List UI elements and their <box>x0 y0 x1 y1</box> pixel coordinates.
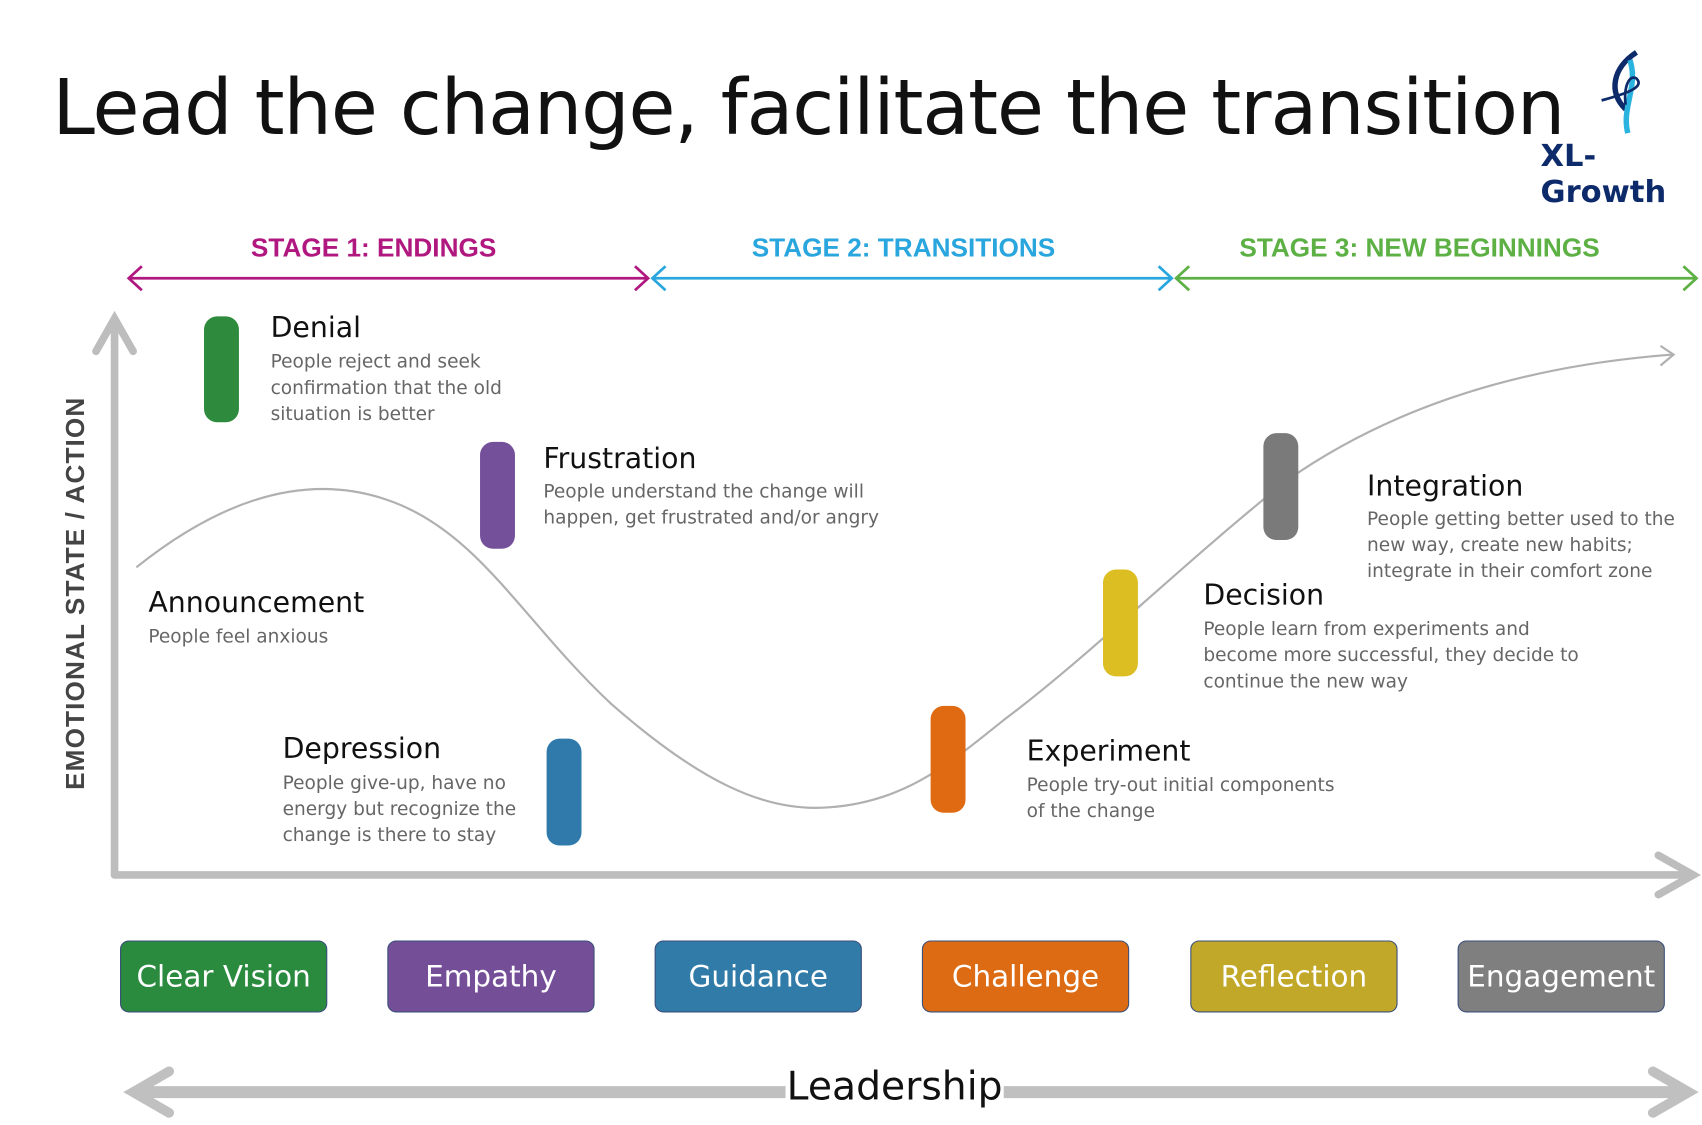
experiment-title: Experiment <box>1026 735 1191 769</box>
change-curve <box>135 344 1676 810</box>
guidance-box: Guidance <box>654 940 862 1013</box>
denial-title: Denial <box>270 312 361 345</box>
frustration-marker <box>480 441 515 549</box>
stage-1-arrow <box>126 265 651 292</box>
decision-title: Decision <box>1203 579 1325 613</box>
page-title: Lead the change, facilitate the transiti… <box>52 63 1565 153</box>
decision-marker <box>1103 569 1138 677</box>
denial-desc: People reject and seek confirmation that… <box>270 351 502 426</box>
experiment-desc: People try-out initial components of the… <box>1026 774 1335 823</box>
stage-1-label: STAGE 1: ENDINGS <box>250 233 497 263</box>
empathy-box: Empathy <box>387 940 595 1013</box>
leadership-label: Leadership <box>785 1064 1004 1110</box>
logo-text: XL-Growth <box>1540 137 1667 210</box>
stage-2-label: STAGE 2: TRANSITIONS <box>751 233 1056 263</box>
announcement-title: Announcement <box>148 586 365 620</box>
y-axis-label: EMOTIONAL STATE / ACTION <box>61 396 91 790</box>
depression-desc: People give-up, have no energy but recog… <box>282 772 517 847</box>
integration-desc: People getting better used to the new wa… <box>1367 508 1675 583</box>
integration-marker <box>1263 433 1299 541</box>
experiment-marker <box>930 705 966 813</box>
x-axis-arrow <box>110 851 1702 899</box>
frustration-title: Frustration <box>543 442 697 476</box>
denial-marker <box>204 316 239 423</box>
stage-2-arrow <box>650 265 1174 292</box>
stage-3-arrow <box>1174 265 1699 292</box>
announcement-desc: People feel anxious <box>148 626 329 649</box>
y-axis-arrow <box>92 310 137 879</box>
depression-title: Depression <box>282 733 442 766</box>
clear-vision-box: Clear Vision <box>120 940 328 1013</box>
logo-mark-icon <box>1601 50 1640 134</box>
reflection-box: Reflection <box>1190 940 1398 1013</box>
stage-3-label: STAGE 3: NEW BEGINNINGS <box>1239 233 1600 263</box>
engagement-box: Engagement <box>1457 940 1665 1013</box>
frustration-desc: People understand the change will happen… <box>543 481 879 530</box>
challenge-box: Challenge <box>921 940 1130 1013</box>
depression-marker <box>546 738 582 846</box>
decision-desc: People learn from experiments and become… <box>1203 618 1579 693</box>
integration-title: Integration <box>1367 470 1524 503</box>
